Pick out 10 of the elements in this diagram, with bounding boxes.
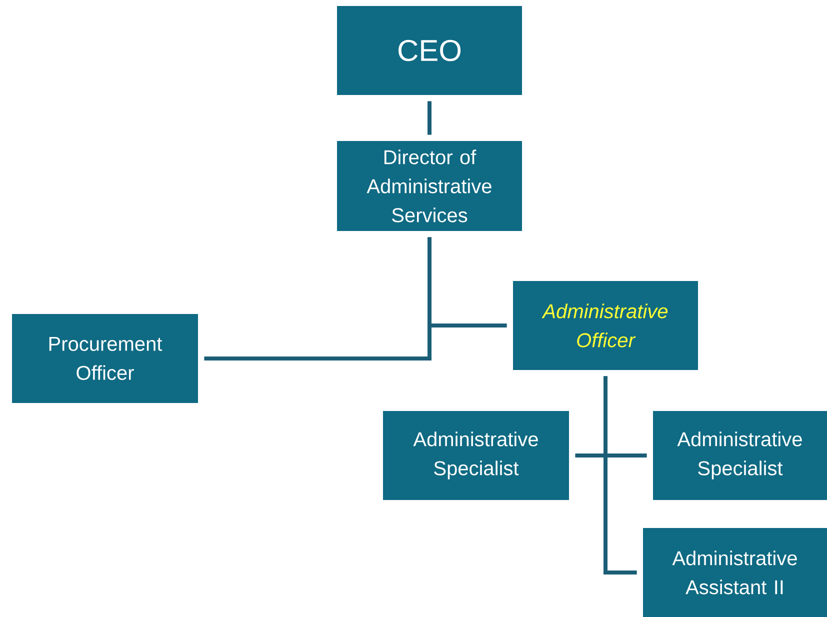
connector-line [604,376,637,574]
connector-line [204,237,432,360]
executive-box: CEO [337,6,522,95]
officer-box: Procurement Officer [12,314,198,403]
assistant-box: Administrative Assistant II [643,528,827,617]
connector-line [428,101,432,135]
specialist-box: Administrative Specialist [383,411,569,500]
director-box: Director of Administrative Services [337,141,522,231]
officer-box: Administrative Officer [513,281,698,370]
specialist-box: Administrative Specialist [653,411,827,500]
